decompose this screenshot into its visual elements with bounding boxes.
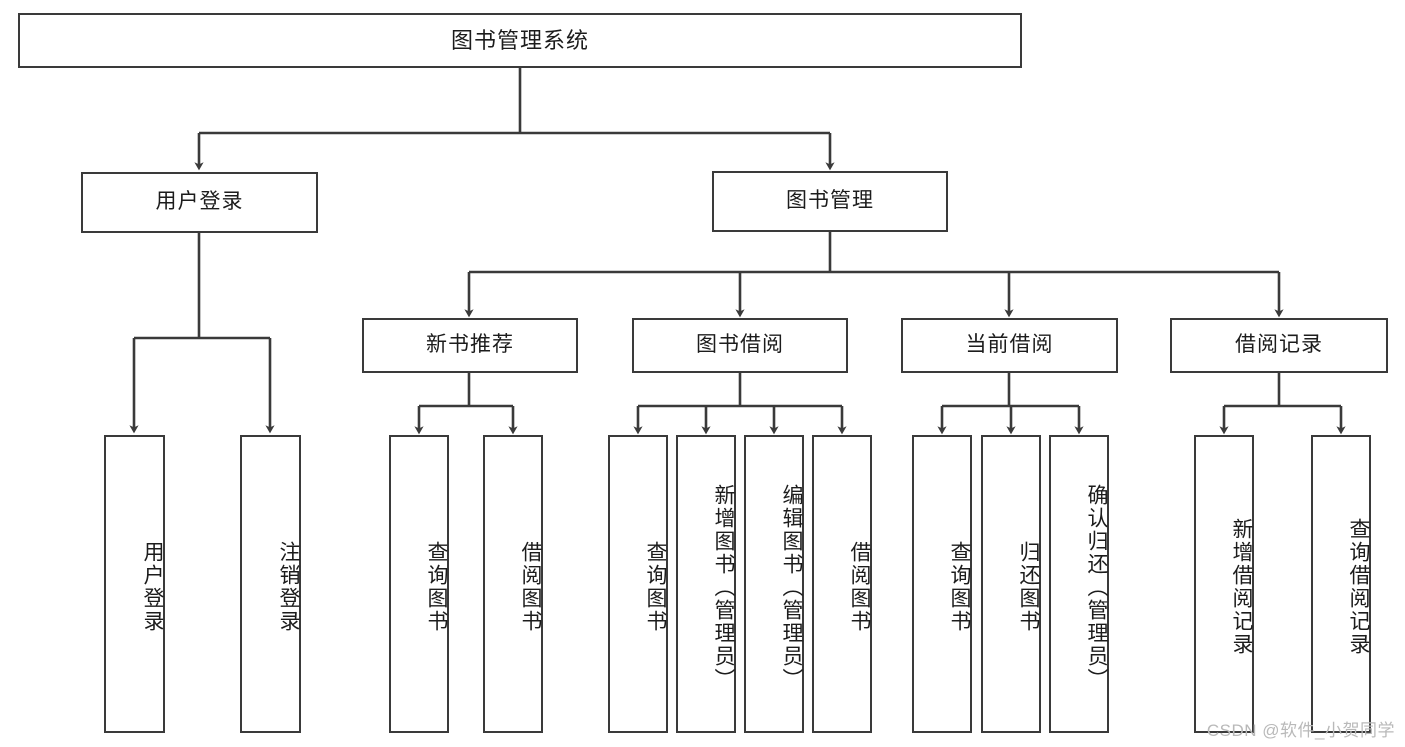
node-label: 新增图书（管理员） <box>712 483 735 691</box>
leaf-logout[interactable]: 注销登录 <box>240 435 301 733</box>
node-label: 用户登录 <box>155 190 244 214</box>
node-label: 图书管理 <box>786 189 874 213</box>
leaf-rec-query-book[interactable]: 查询图书 <box>389 435 449 733</box>
node-label: 新书推荐 <box>426 333 514 357</box>
node-book-borrow[interactable]: 图书借阅 <box>632 318 848 373</box>
node-label: 注销登录 <box>277 541 300 633</box>
leaf-br-add-record[interactable]: 新增借阅记录 <box>1194 435 1254 733</box>
node-label: 借阅图书 <box>519 541 542 633</box>
node-label: 借阅图书 <box>848 541 871 633</box>
leaf-bb-query-book[interactable]: 查询图书 <box>608 435 668 733</box>
leaf-cb-return-book[interactable]: 归还图书 <box>981 435 1041 733</box>
csdn-watermark: CSDN @软件_小贺同学 <box>1206 721 1395 740</box>
node-user-login[interactable]: 用户登录 <box>81 172 318 233</box>
node-current-borrow[interactable]: 当前借阅 <box>901 318 1118 373</box>
node-new-book-recommend[interactable]: 新书推荐 <box>362 318 578 373</box>
node-label: 编辑图书（管理员） <box>780 483 803 691</box>
node-label: 图书借阅 <box>696 333 784 357</box>
leaf-br-query-record[interactable]: 查询借阅记录 <box>1311 435 1371 733</box>
node-label: 查询图书 <box>644 541 667 633</box>
node-label: 新增借阅记录 <box>1230 518 1253 656</box>
leaf-cb-confirm-return[interactable]: 确认归还（管理员） <box>1049 435 1109 733</box>
node-label: 借阅记录 <box>1235 333 1323 357</box>
node-root-title[interactable]: 图书管理系统 <box>18 13 1022 68</box>
leaf-bb-edit-book[interactable]: 编辑图书（管理员） <box>744 435 804 733</box>
leaf-cb-query-book[interactable]: 查询图书 <box>912 435 972 733</box>
leaf-rec-borrow-book[interactable]: 借阅图书 <box>483 435 543 733</box>
leaf-bb-borrow-book[interactable]: 借阅图书 <box>812 435 872 733</box>
node-label: 确认归还（管理员） <box>1085 483 1108 691</box>
node-label: 图书管理系统 <box>450 27 589 53</box>
node-label: 查询图书 <box>948 541 971 633</box>
node-label: 查询借阅记录 <box>1347 518 1370 656</box>
node-borrow-record[interactable]: 借阅记录 <box>1170 318 1388 373</box>
node-label: 查询图书 <box>425 541 448 633</box>
node-book-management[interactable]: 图书管理 <box>712 171 948 232</box>
node-label: 归还图书 <box>1017 541 1040 633</box>
leaf-user-login[interactable]: 用户登录 <box>104 435 165 733</box>
node-label: 当前借阅 <box>965 333 1054 357</box>
leaf-bb-add-book[interactable]: 新增图书（管理员） <box>676 435 736 733</box>
node-label: 用户登录 <box>141 541 164 633</box>
